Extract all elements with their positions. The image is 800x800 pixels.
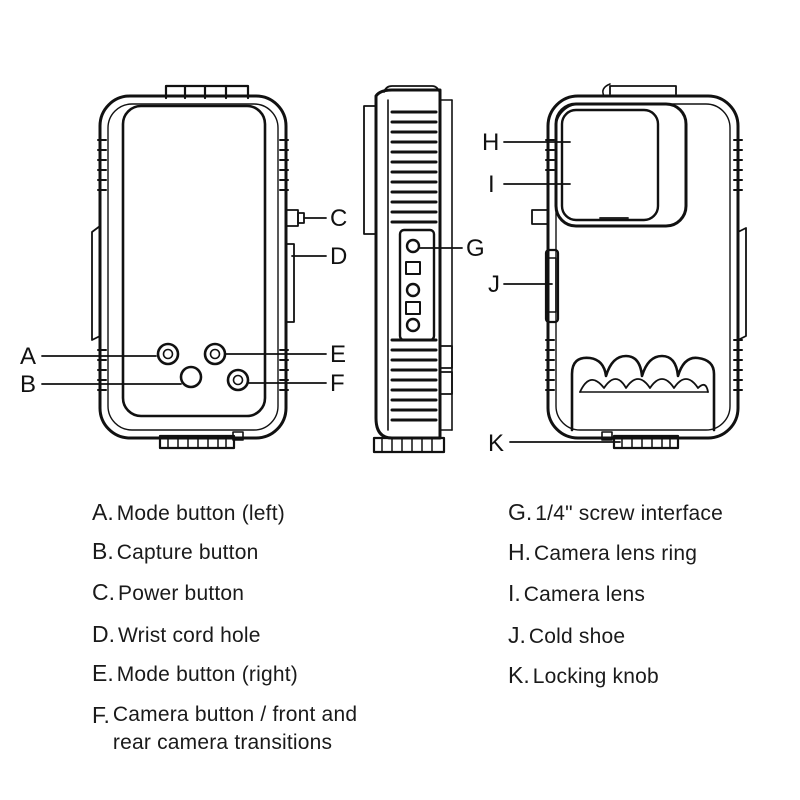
legend-item-k: K.Locking knob xyxy=(508,661,659,691)
callout-h: H xyxy=(482,129,499,156)
screw-interface xyxy=(405,238,421,254)
legend-letter: E. xyxy=(92,660,114,686)
legend-letter: K. xyxy=(508,662,530,688)
legend-text: Cold shoe xyxy=(528,625,626,648)
finger-grips xyxy=(570,354,716,432)
legend-item-c: C.Power button xyxy=(92,578,244,608)
legend-text: Power button xyxy=(118,582,245,605)
front-view xyxy=(41,84,327,450)
legend-letter: G. xyxy=(508,499,533,525)
housing-diagram: A B C D E F G H I J K xyxy=(20,83,747,457)
callout-f: F xyxy=(330,370,345,397)
legend-item-a: A.Mode button (left) xyxy=(92,498,285,528)
callout-g: G xyxy=(466,235,485,262)
front-locking-knob xyxy=(158,434,236,450)
callout-i: I xyxy=(488,171,495,198)
side-locking-knob xyxy=(372,436,446,454)
legend-text: Camera button / front and rear camera tr… xyxy=(112,703,358,754)
legend-text: Locking knob xyxy=(532,665,659,688)
legend-text: Mode button (left) xyxy=(116,502,285,525)
legend-item-j: J.Cold shoe xyxy=(508,621,625,651)
legend-text: Wrist cord hole xyxy=(118,624,261,647)
front-right-ribs xyxy=(279,139,289,391)
callout-j: J xyxy=(488,271,500,298)
legend-text: Camera lens xyxy=(523,583,646,606)
legend-letter: F. xyxy=(92,702,110,728)
legend-item-h: H.Camera lens ring xyxy=(508,538,697,568)
legend-letter: C. xyxy=(92,579,115,605)
camera-button xyxy=(226,368,250,392)
legend-text: 1/4" screw interface xyxy=(535,502,723,525)
wrist-cord-hole xyxy=(285,243,295,323)
legend-item-g: G.1/4" screw interface xyxy=(508,498,723,528)
legend-item-b: B.Capture button xyxy=(92,537,258,567)
callout-b: B xyxy=(20,371,36,398)
camera-lens-ring xyxy=(554,102,688,228)
legend-text: Camera lens ring xyxy=(534,542,698,565)
legend-letter: D. xyxy=(92,621,115,647)
screw-interface-plate xyxy=(398,228,436,342)
legend-letter: J. xyxy=(508,622,526,648)
legend-text: Mode button (right) xyxy=(116,663,298,686)
legend-item-i: I.Camera lens xyxy=(508,579,645,609)
side-view xyxy=(363,85,463,454)
camera-lens xyxy=(560,108,660,222)
legend-letter: H. xyxy=(508,539,531,565)
legend-letter: A. xyxy=(92,499,114,525)
legend-item-f: F.Camera button / front and rear camera … xyxy=(92,701,357,757)
mode-button-left xyxy=(156,342,180,366)
power-button xyxy=(285,209,299,227)
legend-text: Capture button xyxy=(116,541,259,564)
callout-k: K xyxy=(488,430,504,457)
front-left-ribs xyxy=(97,139,107,391)
legend-item-e: E.Mode button (right) xyxy=(92,659,298,689)
side-fins xyxy=(390,110,438,422)
callout-c: C xyxy=(330,205,347,232)
back-right-ribs xyxy=(733,139,743,391)
legend-letter: B. xyxy=(92,538,114,564)
back-left-ribs xyxy=(545,139,555,391)
callout-d: D xyxy=(330,243,347,270)
callout-e: E xyxy=(330,341,346,368)
legend-item-d: D.Wrist cord hole xyxy=(92,620,261,650)
legend-letter: I. xyxy=(508,580,521,606)
back-view xyxy=(503,83,747,450)
callout-a: A xyxy=(20,343,36,370)
mode-button-right xyxy=(203,342,227,366)
cold-shoe xyxy=(544,248,560,324)
capture-button xyxy=(179,365,203,389)
